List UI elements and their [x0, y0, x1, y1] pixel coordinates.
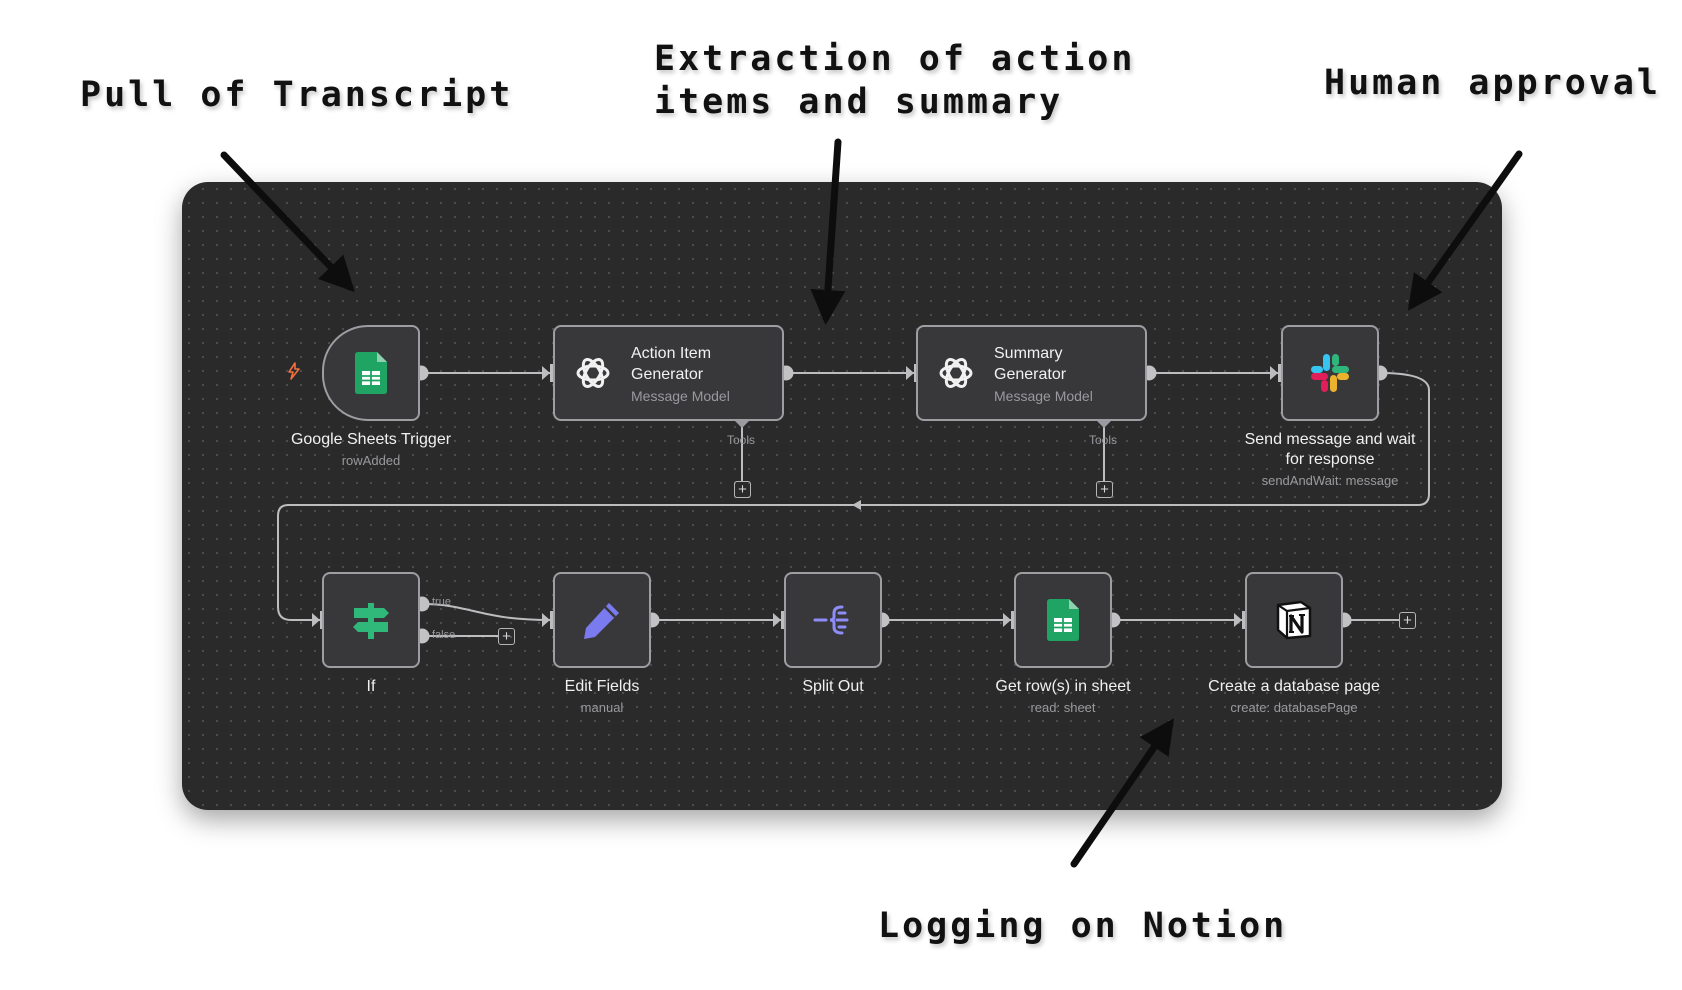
google-sheets-icon: [355, 352, 387, 394]
workflow-canvas[interactable]: [182, 182, 1502, 810]
notion-icon: [1276, 600, 1312, 640]
annotation-pull-transcript: Pull of Transcript: [80, 75, 514, 115]
if-true-label: true: [432, 596, 451, 608]
add-action-tool-button[interactable]: +: [734, 481, 751, 498]
get-rows-title: Get row(s) in sheet: [995, 678, 1131, 695]
openai-icon: [576, 358, 610, 388]
slack-subtitle: sendAndWait: message: [1261, 473, 1399, 488]
annotation-human-approval: Human approval: [1324, 63, 1662, 103]
node-slack-label: Send message and wait for response sendA…: [1235, 430, 1425, 488]
node-google-sheets-trigger[interactable]: [322, 325, 420, 421]
node-get-rows[interactable]: [1014, 572, 1112, 668]
trigger-title: Google Sheets Trigger: [290, 431, 452, 448]
openai-icon: [939, 358, 973, 388]
annotation-logging-notion: Logging on Notion: [878, 906, 1288, 946]
annotation-extraction: Extraction of action items and summary: [654, 39, 1136, 122]
node-get-rows-label: Get row(s) in sheet read: sheet: [995, 677, 1130, 715]
pencil-icon: [584, 603, 619, 639]
node-split-out[interactable]: [784, 572, 882, 668]
slack-icon: [1311, 354, 1349, 392]
node-edit-fields-label: Edit Fields manual: [565, 677, 640, 715]
if-title: If: [366, 678, 376, 695]
slack-title: Send message and wait for response: [1244, 431, 1416, 468]
summary-subtitle: Message Model: [994, 388, 1093, 404]
split-out-icon: [813, 605, 849, 635]
node-split-out-label: Split Out: [802, 677, 863, 697]
summary-tools-label: Tools: [1089, 433, 1118, 447]
add-next-node-button[interactable]: +: [1399, 612, 1416, 629]
split-out-title: Split Out: [802, 678, 864, 695]
node-if-label: If: [367, 677, 376, 697]
action-item-title: Action Item Generator: [631, 345, 712, 383]
add-summary-tool-button[interactable]: +: [1096, 481, 1113, 498]
action-item-subtitle: Message Model: [631, 388, 730, 404]
action-tools-label: Tools: [727, 433, 756, 447]
get-rows-subtitle: read: sheet: [1030, 700, 1096, 715]
node-action-item-generator[interactable]: Action Item Generator Message Model: [553, 325, 784, 421]
edit-fields-subtitle: manual: [580, 700, 624, 715]
trigger-bolt-icon: [288, 362, 300, 380]
node-notion[interactable]: [1245, 572, 1343, 668]
if-signpost-icon: [353, 603, 389, 639]
notion-subtitle: create: databasePage: [1230, 700, 1358, 715]
node-if[interactable]: [322, 572, 420, 668]
node-notion-label: Create a database page create: databaseP…: [1208, 677, 1380, 715]
add-false-branch-button[interactable]: +: [498, 628, 515, 645]
trigger-subtitle: rowAdded: [341, 453, 401, 468]
node-slack-send-and-wait[interactable]: [1281, 325, 1379, 421]
google-sheets-icon: [1047, 599, 1079, 641]
summary-title: Summary Generator: [994, 345, 1067, 383]
node-edit-fields[interactable]: [553, 572, 651, 668]
if-false-label: false: [432, 629, 456, 641]
notion-title: Create a database page: [1208, 678, 1380, 695]
node-google-sheets-trigger-label: Google Sheets Trigger rowAdded: [291, 430, 451, 468]
edit-fields-title: Edit Fields: [564, 678, 640, 695]
node-summary-generator[interactable]: Summary Generator Message Model: [916, 325, 1147, 421]
